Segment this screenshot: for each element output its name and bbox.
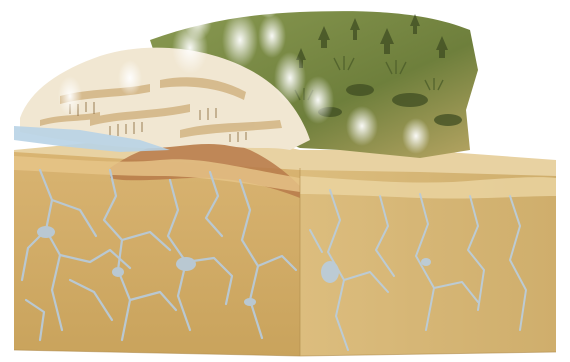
- geothermal-illustration: [0, 0, 570, 362]
- illustration-canvas: [0, 0, 570, 362]
